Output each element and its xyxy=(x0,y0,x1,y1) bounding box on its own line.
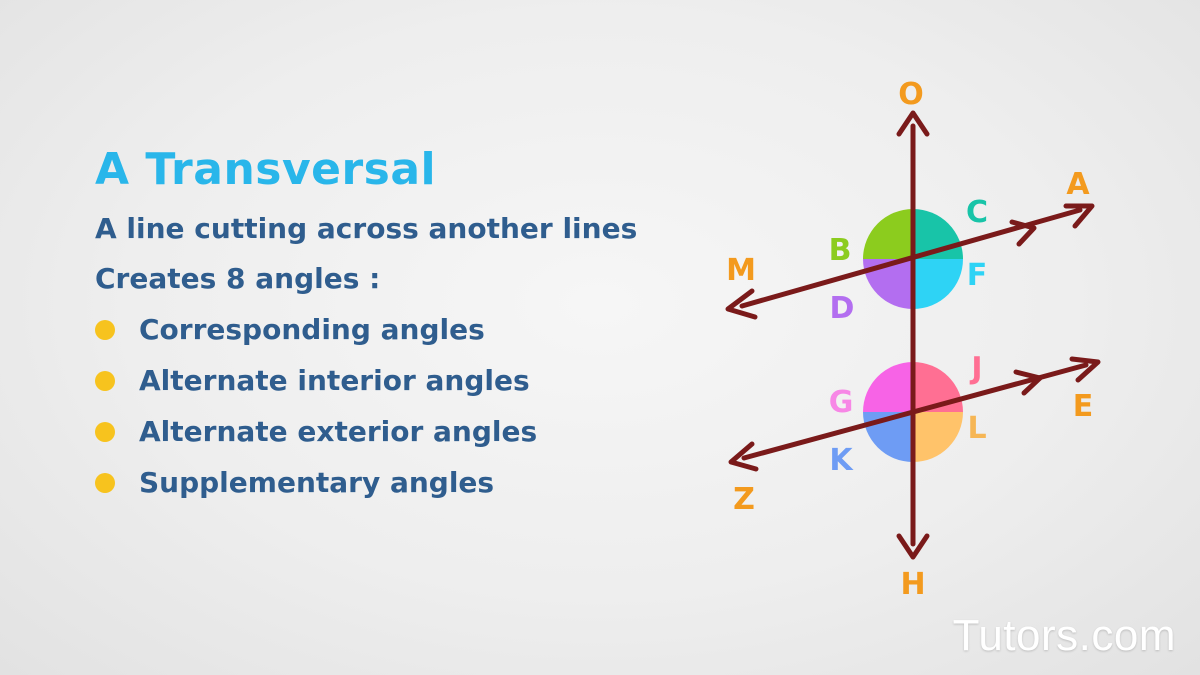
line-group xyxy=(739,123,1089,547)
arrow-h-icon xyxy=(896,533,930,560)
arrow-m-icon xyxy=(725,288,758,320)
arrow-e-inner-icon xyxy=(1013,369,1043,396)
angle-sector-l xyxy=(913,412,963,462)
label-o: O xyxy=(898,77,924,112)
list-item: Alternate exterior angles xyxy=(95,406,695,457)
bullet-dot-icon xyxy=(95,421,115,442)
text-panel: A Transversal A line cutting across anot… xyxy=(95,140,695,508)
label-z: Z xyxy=(733,482,755,517)
list-item: Alternate interior angles xyxy=(95,355,695,406)
angle-sector-b xyxy=(863,209,913,259)
label-a: A xyxy=(1066,167,1090,202)
label-h: H xyxy=(900,567,925,602)
lower-parallel-line xyxy=(741,362,1089,461)
arrow-a-inner-icon xyxy=(1009,219,1037,247)
bullet-dot-icon xyxy=(95,319,115,340)
label-d: D xyxy=(830,291,855,326)
angle-sector-g xyxy=(863,362,913,412)
bullet-label: Alternate interior angles xyxy=(139,364,530,397)
list-item: Supplementary angles xyxy=(95,457,695,508)
label-b: B xyxy=(829,233,852,268)
bullet-label: Corresponding angles xyxy=(139,313,485,346)
label-l: L xyxy=(967,411,986,446)
label-k: K xyxy=(829,443,854,478)
label-g: G xyxy=(829,385,854,420)
label-m: M xyxy=(726,253,756,288)
page-title: A Transversal xyxy=(95,144,437,195)
label-c: C xyxy=(966,195,988,230)
label-j: J xyxy=(969,351,982,386)
lower-angle-circle xyxy=(863,362,963,462)
angle-type-list: Corresponding angles Alternate interior … xyxy=(95,304,695,508)
angles-intro: Creates 8 angles : xyxy=(95,262,381,295)
angle-sector-f xyxy=(913,259,963,309)
arrowhead-group xyxy=(725,110,1101,560)
bullet-label: Supplementary angles xyxy=(139,466,495,499)
list-item: Corresponding angles xyxy=(95,304,695,355)
arrow-a-icon xyxy=(1063,203,1095,229)
label-e: E xyxy=(1073,389,1094,424)
arrow-e-icon xyxy=(1069,356,1101,383)
arrow-o-icon xyxy=(896,110,930,137)
bullet-dot-icon xyxy=(95,370,115,391)
bullet-label: Alternate exterior angles xyxy=(139,415,538,448)
subtitle: A line cutting across another lines xyxy=(95,212,638,245)
bullet-dot-icon xyxy=(95,472,115,493)
label-f: F xyxy=(967,258,988,293)
tutors-logo: Tutors.com xyxy=(952,611,1176,660)
angle-sector-d xyxy=(863,259,913,309)
arrow-z-icon xyxy=(728,441,759,472)
